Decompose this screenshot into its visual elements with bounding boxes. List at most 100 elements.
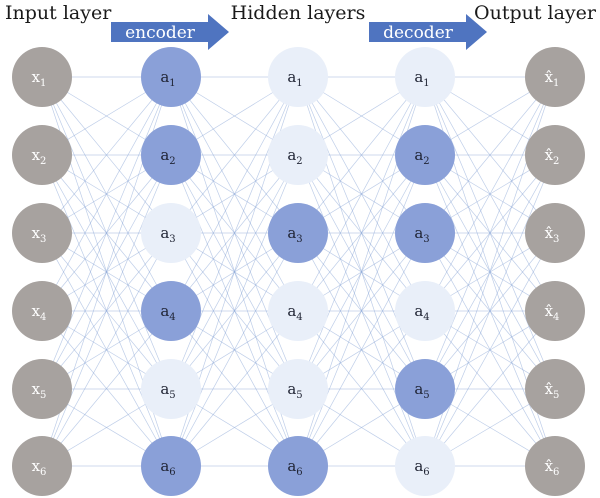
edge-line (297, 76, 426, 234)
hidden-1-node: a5 (141, 359, 201, 419)
node-label: x̂2 (545, 146, 560, 167)
node-label: a5 (287, 380, 302, 401)
hidden-3-node: a2 (395, 125, 455, 185)
node-label: a5 (160, 380, 175, 401)
encoder-arrow-label: encoder (125, 23, 196, 43)
decoder-arrow-shape (369, 14, 487, 50)
edge-line (297, 76, 426, 312)
edge-line (41, 76, 172, 312)
node-label: a4 (160, 302, 175, 323)
node-circle (141, 125, 201, 185)
node-label: x2 (32, 146, 47, 167)
node-circle (141, 359, 201, 419)
node-circle (12, 125, 72, 185)
node-circle (525, 359, 585, 419)
edge-line (424, 154, 556, 467)
hidden-2-node: a2 (268, 125, 328, 185)
node-circle (268, 281, 328, 341)
edge-line (170, 76, 299, 312)
output-node: x̂4 (525, 281, 585, 341)
hidden-3-node: a1 (395, 47, 455, 107)
edge-line (297, 310, 426, 467)
edge-line (41, 232, 172, 467)
node-circle (268, 359, 328, 419)
edge-line (424, 76, 556, 390)
node-circle (268, 436, 328, 496)
node-label: a5 (414, 380, 429, 401)
node-label: x6 (32, 457, 47, 478)
node-circle (525, 125, 585, 185)
edge-line (424, 232, 556, 467)
edge-line (41, 76, 172, 390)
hidden-1-node: a3 (141, 203, 201, 263)
hidden-3-node: a4 (395, 281, 455, 341)
node-label: a3 (287, 224, 302, 245)
hidden-2-node: a6 (268, 436, 328, 496)
output-node: x̂3 (525, 203, 585, 263)
hidden-1-node: a4 (141, 281, 201, 341)
input-node: x3 (12, 203, 72, 263)
input-node: x1 (12, 47, 72, 107)
edge-line (297, 76, 426, 390)
node-label: a1 (287, 68, 302, 89)
node-circle (395, 281, 455, 341)
node-circle (525, 203, 585, 263)
node-label: x5 (32, 380, 47, 401)
node-circle (268, 203, 328, 263)
node-circle (395, 203, 455, 263)
node-circle (395, 47, 455, 107)
hidden-2-node: a1 (268, 47, 328, 107)
output-node: x̂5 (525, 359, 585, 419)
node-label: a6 (287, 457, 302, 478)
node-circle (525, 281, 585, 341)
input-node: x2 (12, 125, 72, 185)
node-circle (12, 436, 72, 496)
node-label: x̂1 (545, 68, 560, 89)
node-label: a6 (414, 457, 429, 478)
edge-line (170, 76, 299, 234)
input-layer-title: Input layer (5, 2, 112, 24)
node-label: x1 (32, 68, 47, 89)
encoder-arrow-shape (111, 14, 229, 50)
node-label: a1 (160, 68, 175, 89)
hidden-1-node: a1 (141, 47, 201, 107)
decoder-arrow: decoder (369, 14, 487, 50)
node-label: x̂4 (545, 302, 560, 323)
input-node: x5 (12, 359, 72, 419)
edge-line (424, 310, 556, 467)
node-label: a2 (287, 146, 302, 167)
output-node: x̂2 (525, 125, 585, 185)
edge-line (424, 76, 556, 234)
node-label: a3 (160, 224, 175, 245)
hidden-layers-title: Hidden layers (231, 2, 366, 24)
edge-line (41, 76, 172, 234)
node-label: a4 (287, 302, 302, 323)
hidden-2-node: a4 (268, 281, 328, 341)
node-circle (395, 125, 455, 185)
edge-line (170, 232, 299, 467)
node-circle (12, 203, 72, 263)
network-nodes: x1 x2 x3 x4 x5 x6 a1 a2 a3 a4 a5 a6 a1 a2 a3 a4 a5 a6 a1 a2… (12, 47, 585, 496)
hidden-1-node: a2 (141, 125, 201, 185)
node-circle (395, 436, 455, 496)
output-layer-title: Output layer (474, 2, 597, 24)
node-label: a1 (414, 68, 429, 89)
node-circle (141, 47, 201, 107)
edge-line (424, 76, 556, 312)
node-label: x4 (32, 302, 47, 323)
node-circle (12, 47, 72, 107)
hidden-1-node: a6 (141, 436, 201, 496)
node-circle (268, 125, 328, 185)
edge-line (170, 76, 299, 390)
edge-line (170, 310, 299, 467)
hidden-2-node: a5 (268, 359, 328, 419)
hidden-3-node: a6 (395, 436, 455, 496)
edge-line (170, 154, 299, 467)
node-label: x̂3 (545, 224, 560, 245)
edge-line (297, 154, 426, 467)
output-node: x̂6 (525, 436, 585, 496)
node-circle (141, 203, 201, 263)
node-label: a6 (160, 457, 175, 478)
node-label: a2 (160, 146, 175, 167)
